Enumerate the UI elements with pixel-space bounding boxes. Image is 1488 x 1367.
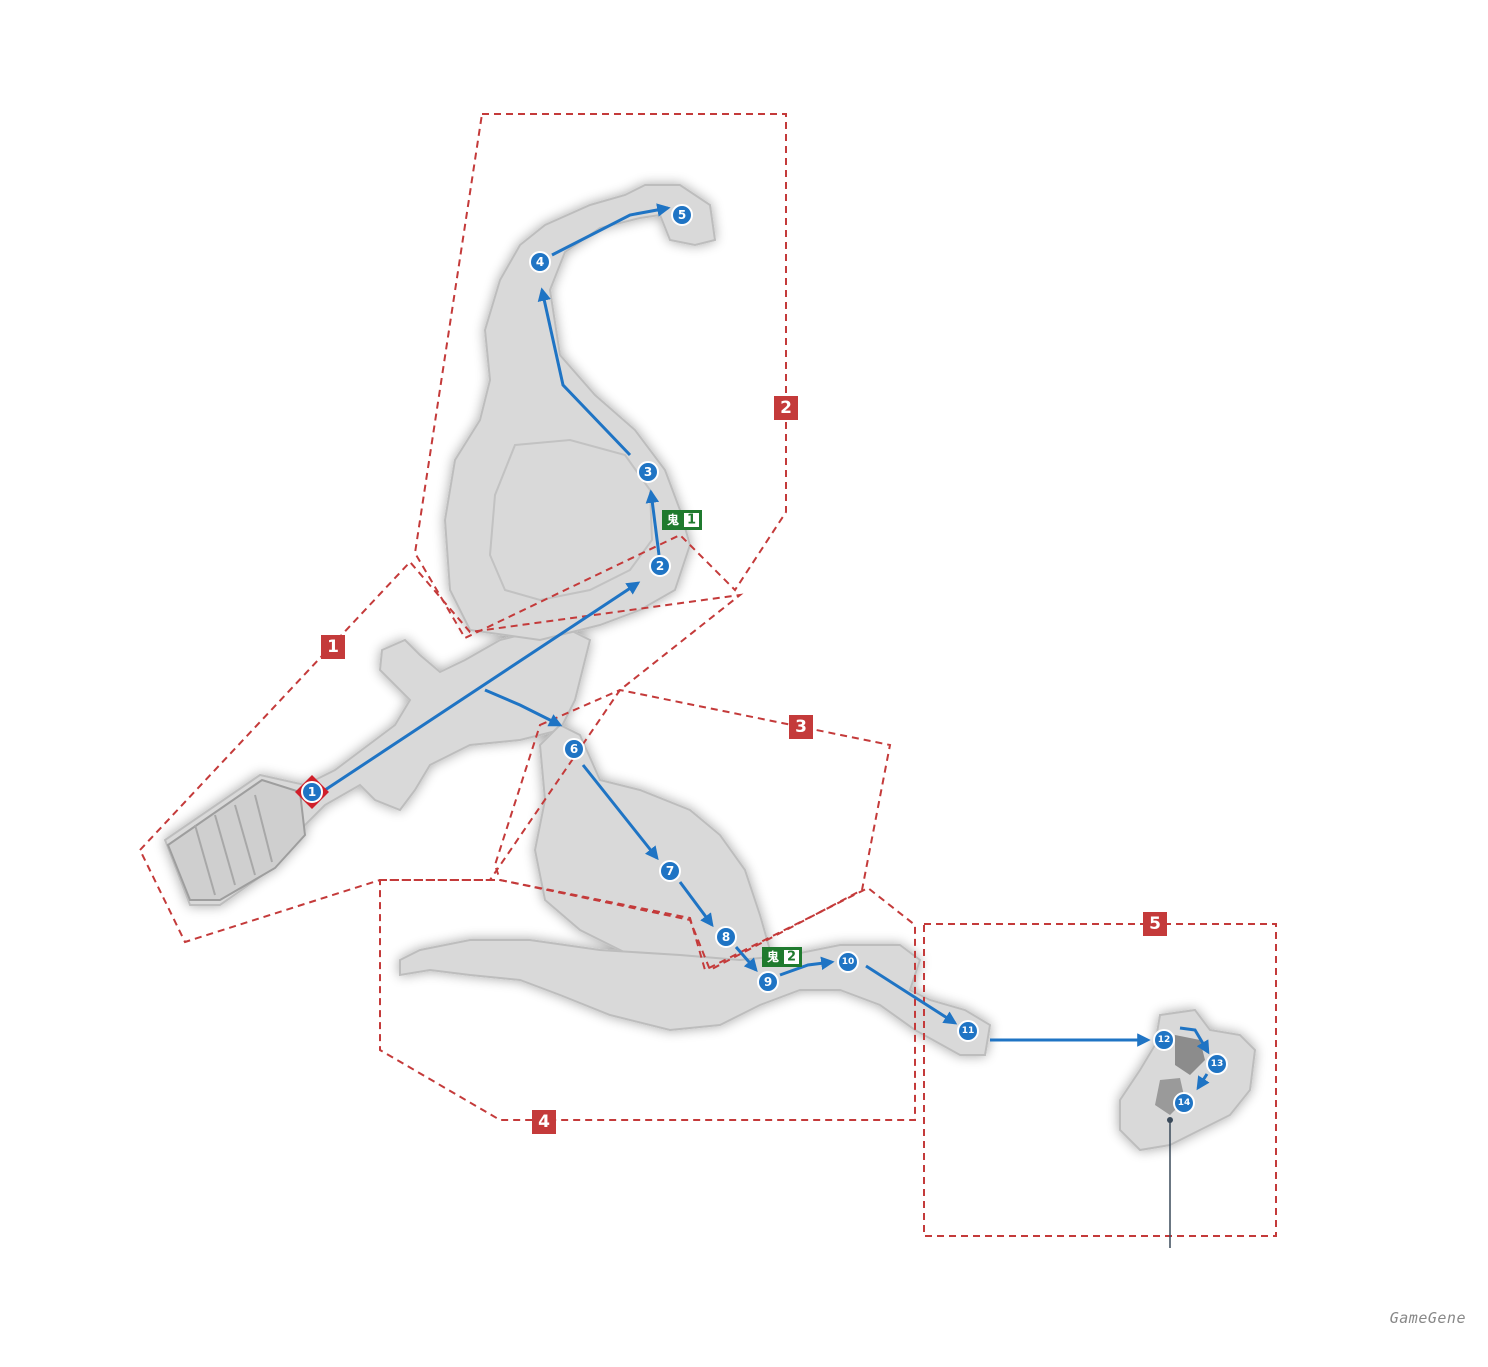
start-building — [166, 778, 307, 901]
area-border-4 — [379, 879, 916, 1121]
svg-text:鬼: 鬼 — [667, 512, 679, 527]
route-9-10 — [779, 956, 835, 977]
svg-text:2: 2 — [787, 950, 796, 965]
area-label-4: 4 — [532, 1110, 556, 1134]
terrain — [163, 184, 1257, 1152]
waypoint-1-start: 1 — [295, 775, 329, 809]
waypoint-4: 4 — [529, 251, 551, 273]
watermark-text: GameGene — [1389, 1309, 1466, 1327]
route-8-9 — [734, 946, 758, 973]
waypoint-9: 9 — [757, 971, 779, 993]
terrain-area-4 — [399, 939, 992, 1056]
area-label-2: 2 — [774, 396, 798, 420]
svg-text:5: 5 — [678, 208, 686, 222]
route-2-3 — [645, 489, 661, 556]
waypoint-14: 14 — [1173, 1092, 1195, 1114]
terrain-area-2 — [443, 184, 717, 642]
svg-text:11: 11 — [962, 1026, 975, 1036]
svg-text:2: 2 — [780, 398, 792, 418]
area-labels: 1 2 3 4 5 — [321, 396, 1167, 1134]
route-1-2 — [321, 581, 641, 794]
route-13-14 — [1196, 1073, 1210, 1091]
waypoint-7: 7 — [659, 860, 681, 882]
route-6-7 — [581, 764, 659, 861]
route-4-5 — [551, 203, 671, 257]
route-7-8 — [678, 881, 714, 928]
route — [321, 203, 1210, 1091]
route-to-6 — [484, 688, 563, 727]
svg-text:6: 6 — [570, 742, 578, 756]
waypoint-2: 2 — [649, 555, 671, 577]
start-building-grid — [194, 794, 273, 896]
waypoint-8: 8 — [715, 926, 737, 948]
svg-text:2: 2 — [656, 559, 664, 573]
area-label-1: 1 — [321, 635, 345, 659]
svg-text:3: 3 — [795, 717, 807, 737]
svg-text:14: 14 — [1178, 1098, 1191, 1108]
svg-text:1: 1 — [308, 785, 316, 799]
svg-text:12: 12 — [1158, 1035, 1171, 1045]
area-label-3: 3 — [789, 715, 813, 739]
area-border-2 — [413, 113, 787, 640]
waypoint-12: 12 — [1153, 1029, 1175, 1051]
route-3-4 — [537, 287, 632, 457]
waypoint-5: 5 — [671, 204, 693, 226]
waypoint-6: 6 — [563, 738, 585, 760]
leader-dot — [1167, 1117, 1173, 1123]
oni-markers: 鬼 1 鬼 2 — [662, 510, 802, 967]
waypoint-3: 3 — [637, 461, 659, 483]
area-borders — [138, 113, 1277, 1237]
terrain-inner-room — [488, 438, 654, 602]
area-border-3 — [493, 688, 892, 972]
svg-text:4: 4 — [536, 255, 544, 269]
svg-text:9: 9 — [764, 975, 772, 989]
svg-text:1: 1 — [687, 513, 696, 528]
area-border-5 — [923, 923, 1277, 1237]
area-label-5: 5 — [1143, 912, 1167, 936]
route-12-13 — [1179, 1026, 1210, 1055]
oni-marker-2: 鬼 2 — [762, 947, 802, 967]
terrain-area-5 — [1119, 1008, 1257, 1152]
waypoint-11: 11 — [957, 1020, 979, 1042]
waypoints: 1 2 3 4 5 6 7 — [295, 204, 1228, 1114]
svg-text:1: 1 — [327, 637, 339, 657]
waypoint-13: 13 — [1206, 1053, 1228, 1075]
oni-marker-1: 鬼 1 — [662, 510, 702, 530]
route-10-11 — [865, 964, 958, 1025]
svg-text:鬼: 鬼 — [767, 949, 779, 964]
svg-text:4: 4 — [538, 1112, 550, 1132]
svg-text:3: 3 — [644, 465, 652, 479]
svg-text:13: 13 — [1211, 1059, 1224, 1069]
waypoint-10: 10 — [837, 951, 859, 973]
svg-text:5: 5 — [1149, 914, 1161, 934]
svg-text:10: 10 — [842, 957, 855, 967]
svg-text:7: 7 — [666, 864, 674, 878]
svg-text:8: 8 — [722, 930, 730, 944]
